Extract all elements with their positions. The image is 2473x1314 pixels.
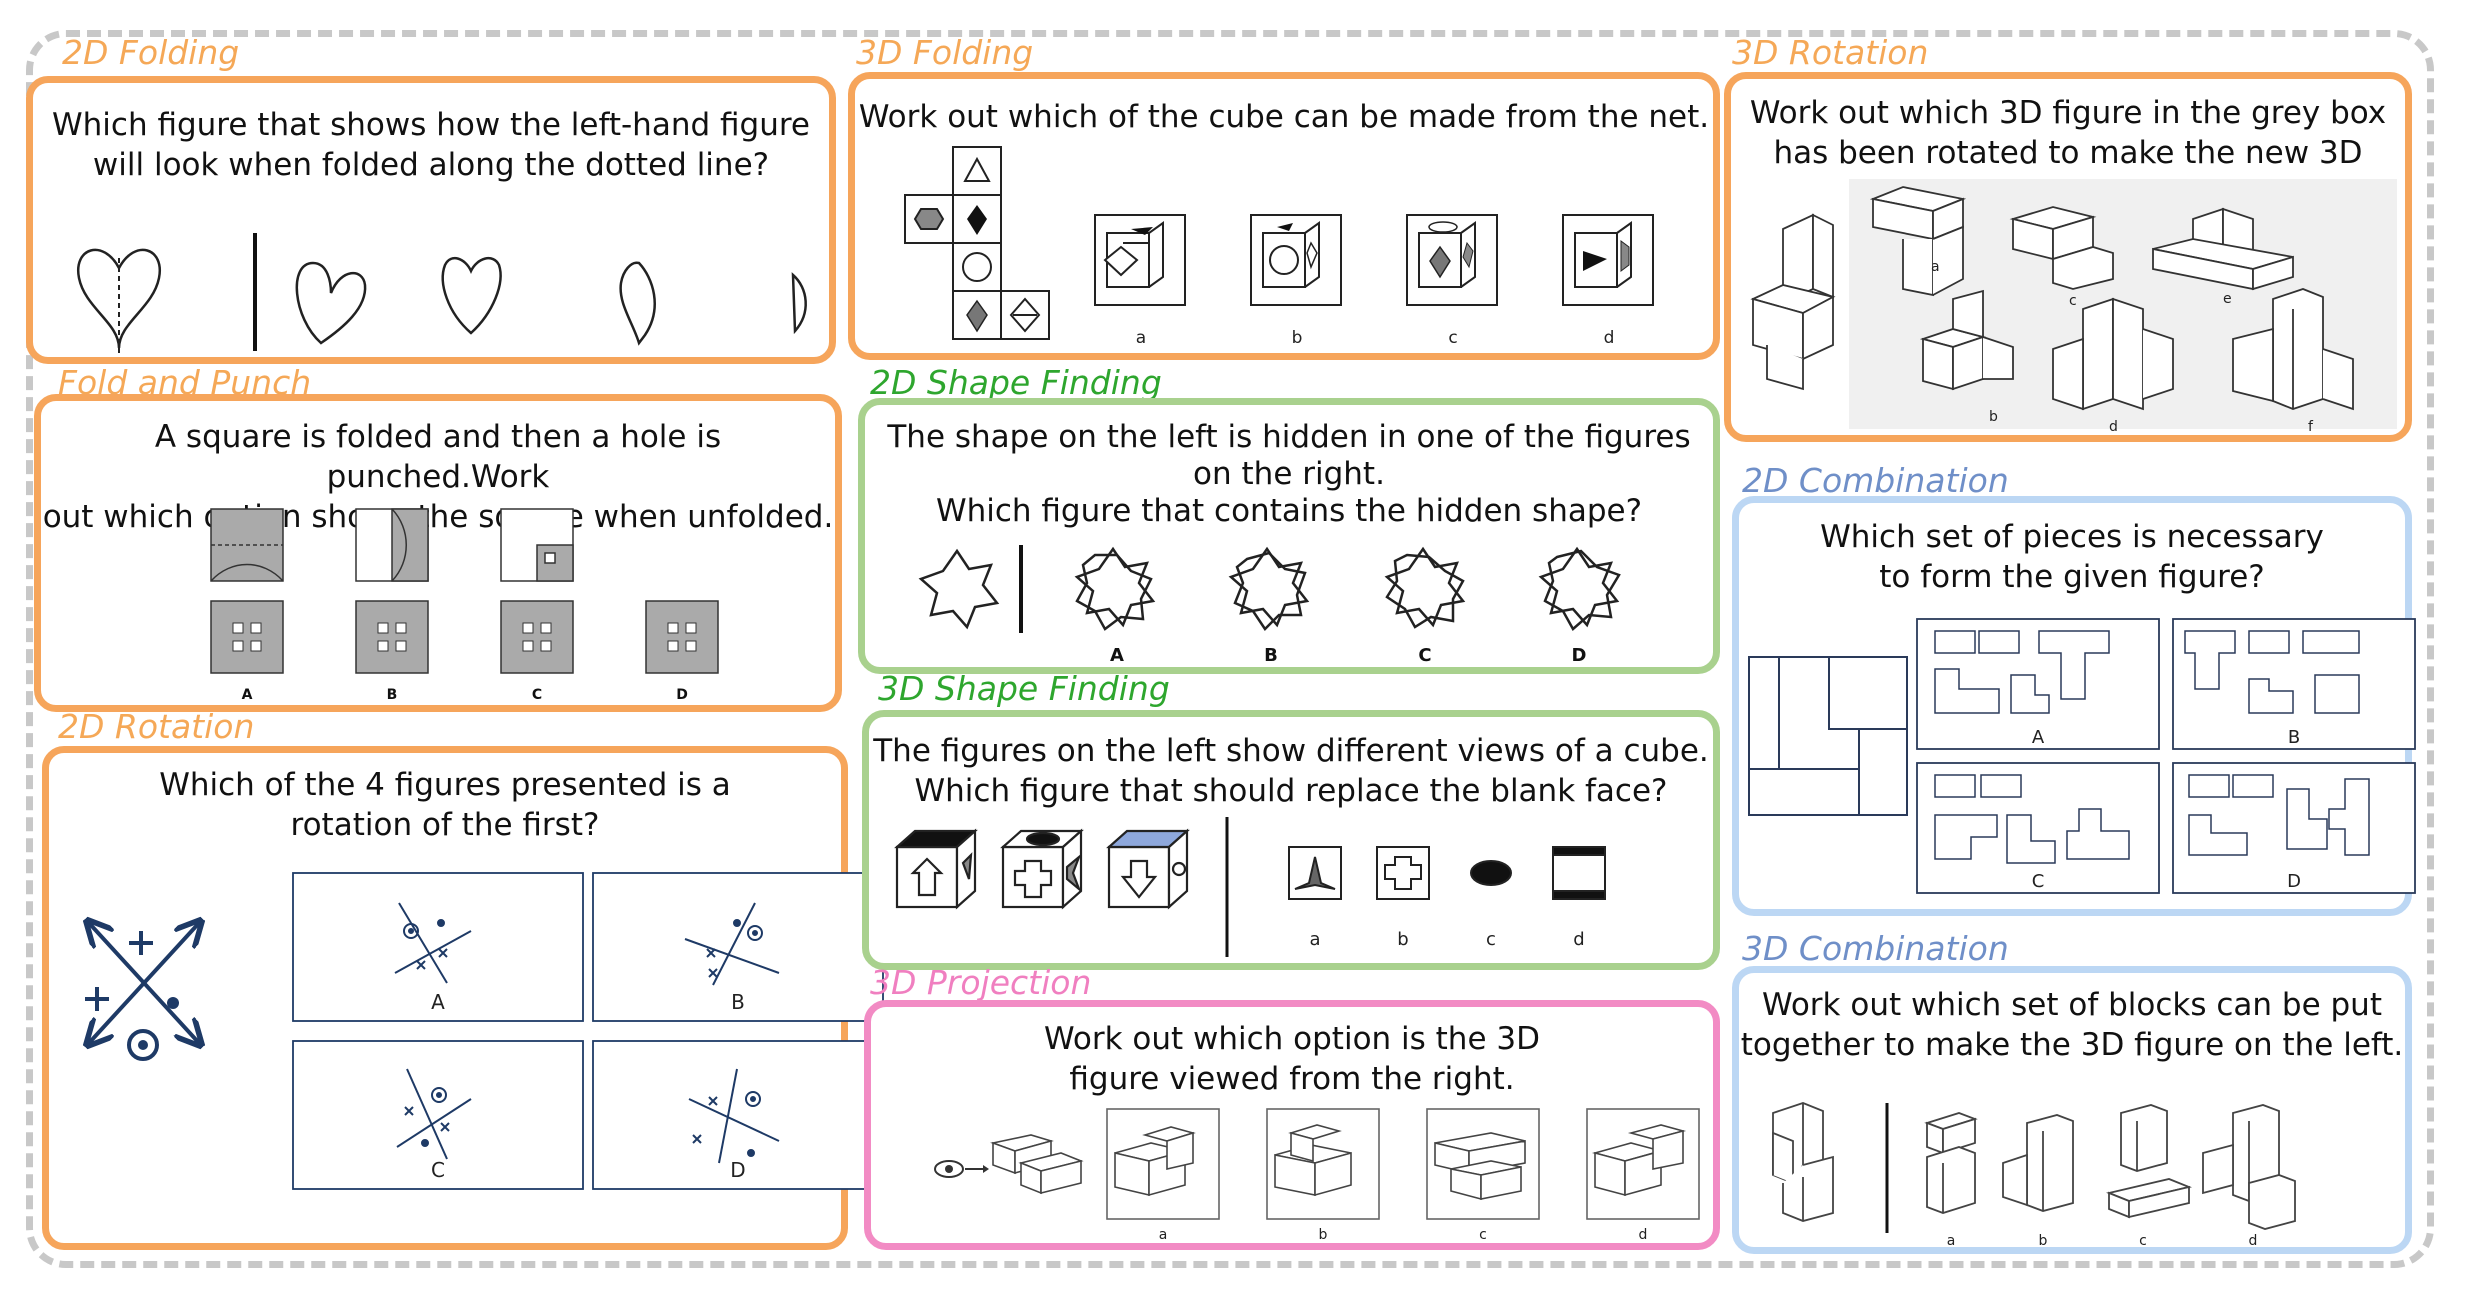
label-D: D <box>676 687 688 703</box>
figure-2d-rotation: A B C D <box>79 872 884 1190</box>
cube-net <box>904 146 1050 340</box>
label-C: C <box>431 1158 445 1182</box>
label-a: a <box>1136 328 1146 348</box>
label-b: b <box>1319 1227 1328 1243</box>
label-e: e <box>2223 291 2232 307</box>
label-C: C <box>532 687 542 703</box>
figure-2d-combination: A B C D <box>1748 618 2416 894</box>
given-figure <box>1748 656 1908 816</box>
label-c: c <box>2139 1233 2147 1249</box>
question-fold-and-punch: A square is folded and then a hole is pu… <box>42 419 834 535</box>
option-b-shape <box>441 256 502 335</box>
option-c-shape <box>619 261 656 346</box>
label-A: A <box>242 687 253 703</box>
label-b: b <box>1989 409 1998 425</box>
hidden-shape <box>918 548 1000 630</box>
label-a: a <box>1309 929 1320 950</box>
label-b: b <box>1292 328 1303 348</box>
label-D: D <box>730 1158 745 1182</box>
question-3d-shape-finding: The figures on the left show different v… <box>873 733 1709 809</box>
figure-2d-folding: a b c d <box>76 233 807 418</box>
category-2d-shape-finding: 2D Shape Finding <box>870 363 1162 402</box>
panel-2d-folding: Which figure that shows how the left-han… <box>26 76 836 418</box>
category-3d-rotation: 3D Rotation <box>1732 33 1929 72</box>
label-B: B <box>1264 645 1278 666</box>
category-2d-rotation: 2D Rotation <box>58 707 255 746</box>
outer-dashed-frame <box>26 30 2434 1268</box>
label-d: d <box>1604 328 1615 348</box>
category-2d-combination: 2D Combination <box>1742 461 2009 500</box>
label-d: d <box>1573 929 1584 950</box>
option-cube-c <box>1406 214 1498 306</box>
label-a: a <box>1159 1227 1168 1243</box>
figure-3d-rotation: a b c d e f <box>1750 186 2354 435</box>
option-a-shape <box>295 261 367 345</box>
label-f: f <box>2308 419 2314 435</box>
question-3d-rotation: Work out which 3D figure in the grey box… <box>1749 95 2387 211</box>
panel-3d-rotation: Work out which 3D figure in the grey box… <box>1724 72 2412 442</box>
panel-3d-shape-finding: The figures on the left show different v… <box>862 710 1720 970</box>
panel-fold-and-punch: A square is folded and then a hole is pu… <box>34 394 842 712</box>
label-a: a <box>1947 1233 1956 1249</box>
label-A: A <box>431 990 445 1014</box>
label-C: C <box>1418 645 1431 666</box>
category-3d-combination: 3D Combination <box>1742 929 2009 968</box>
label-B: B <box>731 990 745 1014</box>
category-3d-folding: 3D Folding <box>856 33 1034 72</box>
panel-2d-shape-finding: The shape on the left is hidden in one o… <box>858 398 1720 674</box>
option-d-shape <box>791 272 807 335</box>
label-c: c <box>1486 929 1496 950</box>
label-c: c <box>2069 293 2077 309</box>
label-D: D <box>1572 645 1587 666</box>
label-c: c <box>1448 328 1457 348</box>
label-c: c <box>1479 1227 1487 1243</box>
panel-3d-folding: Work out which of the cube can be made f… <box>848 72 1720 360</box>
label-D: D <box>2287 871 2301 892</box>
figure-3d-shape-finding: a b c d <box>894 817 1606 957</box>
label-a: a <box>1931 259 1940 275</box>
label-b: b <box>1397 929 1408 950</box>
eye-icon <box>934 1160 964 1178</box>
figure-3d-combination: a b c d <box>1772 1102 2296 1249</box>
label-b: b <box>2039 1233 2048 1249</box>
label-d: d <box>1639 1227 1648 1243</box>
label-d: d <box>2109 419 2118 435</box>
label-B: B <box>2288 727 2300 748</box>
label-B: B <box>387 687 398 703</box>
label-C: C <box>2032 871 2045 892</box>
question-2d-folding: Which figure that shows how the left-han… <box>52 107 810 183</box>
figure-2d-shape-finding: A B C D <box>918 545 1621 666</box>
source-figure <box>85 923 199 1061</box>
figure-3d-projection: a b c d <box>934 1108 1700 1243</box>
category-3d-shape-finding: 3D Shape Finding <box>878 669 1170 708</box>
category-3d-projection: 3D Projection <box>870 963 1092 1002</box>
label-A: A <box>2032 727 2045 748</box>
option-cube-a <box>1094 214 1186 306</box>
figure-fold-and-punch: A B C D <box>210 508 719 703</box>
label-d: d <box>2249 1233 2258 1249</box>
question-3d-folding: Work out which of the cube can be made f… <box>858 99 1710 135</box>
category-2d-folding: 2D Folding <box>62 33 240 72</box>
option-cube-b <box>1250 214 1342 306</box>
figure-3d-folding: a b c d <box>904 146 1654 348</box>
label-A: A <box>1110 645 1124 666</box>
category-fold-and-punch: Fold and Punch <box>58 363 312 402</box>
option-cube-d <box>1562 214 1654 306</box>
question-2d-shape-finding: The shape on the left is hidden in one o… <box>887 419 1691 529</box>
